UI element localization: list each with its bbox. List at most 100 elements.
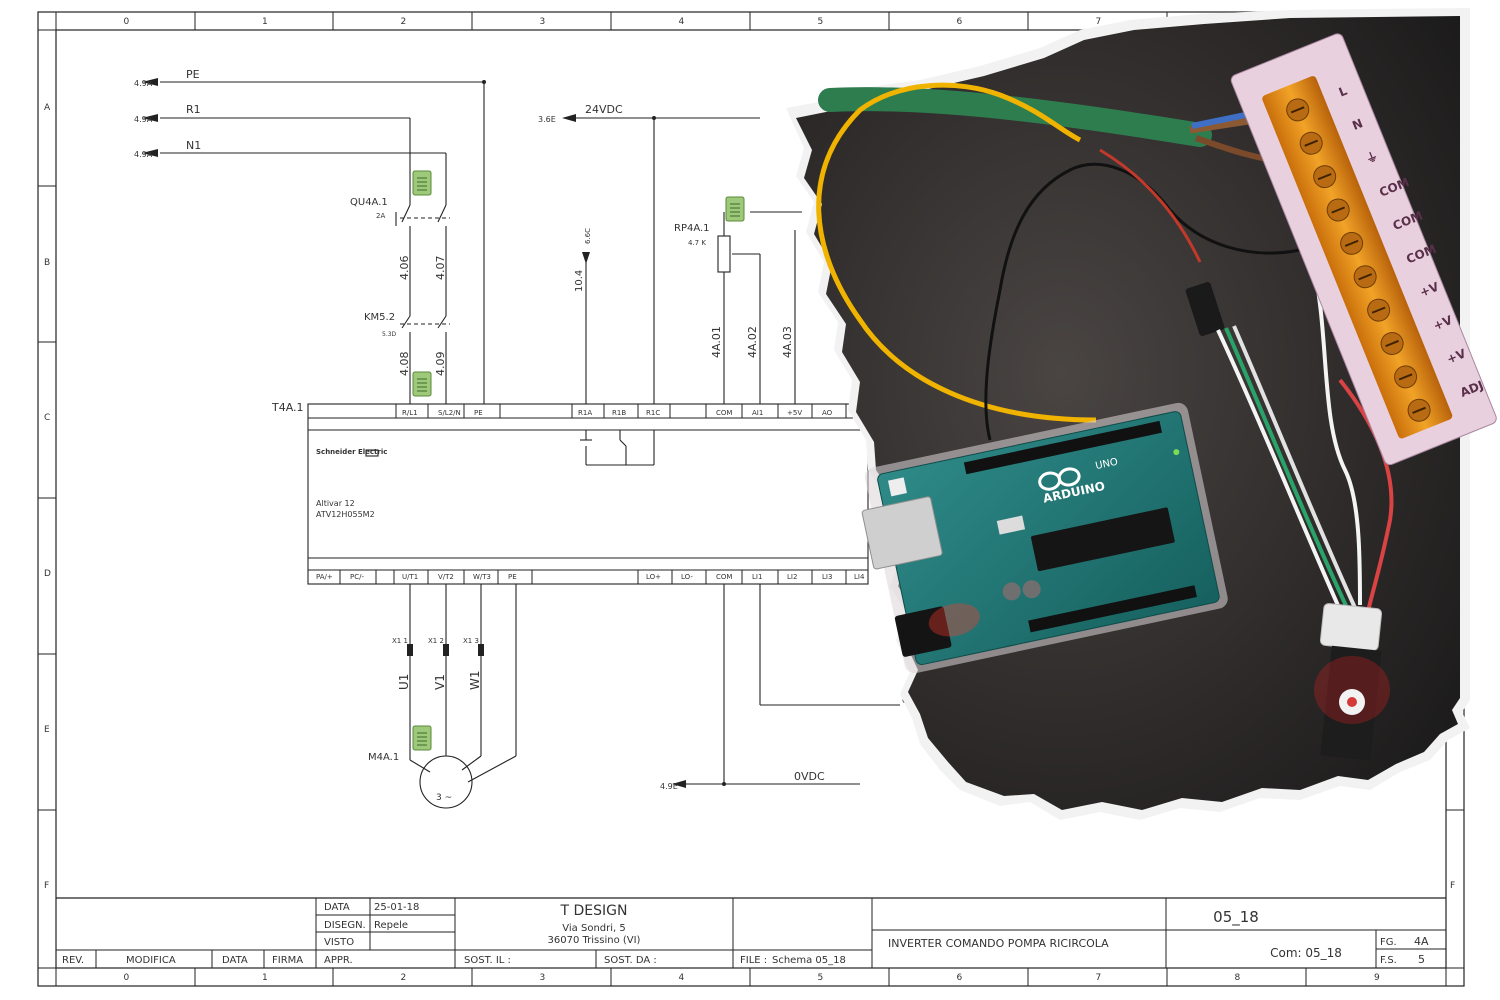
v0-label: 0VDC bbox=[794, 770, 825, 783]
led-strip bbox=[1314, 603, 1390, 761]
drive-top-terminal: COM bbox=[716, 409, 732, 417]
motor-terminal-3: X1 3 bbox=[463, 637, 479, 645]
zone-row-label: E bbox=[44, 725, 50, 735]
company-address-2: 36070 Trissino (VI) bbox=[548, 935, 641, 946]
approved-label: APPR. bbox=[324, 955, 353, 966]
zone-column-label: 3 bbox=[540, 973, 546, 983]
mod-label: MODIFICA bbox=[126, 955, 176, 966]
motor-terminal-2: X1 2 bbox=[428, 637, 444, 645]
zone-row-label: F bbox=[44, 881, 49, 891]
board-model: UNO bbox=[1094, 457, 1119, 472]
km-wire-a: 4.08 bbox=[398, 352, 411, 377]
zone-column-label: 5 bbox=[818, 973, 824, 983]
drive-bottom-terminal: W/T3 bbox=[473, 573, 491, 581]
drawn-value: Repele bbox=[374, 920, 408, 931]
qu-wire-b: 4.07 bbox=[434, 256, 447, 281]
screw-slot bbox=[1371, 306, 1386, 314]
sign-label: FIRMA bbox=[272, 955, 303, 966]
psu-terminal-label: ⏚ bbox=[1364, 149, 1380, 166]
fg-label: FG. bbox=[1380, 937, 1397, 948]
qu-wire-a: 4.06 bbox=[398, 256, 411, 281]
zone-column-label: 2 bbox=[401, 973, 407, 983]
wire-4a01: 4A.01 bbox=[710, 326, 723, 358]
screw-slot bbox=[1290, 106, 1305, 114]
n1-label: N1 bbox=[186, 139, 201, 152]
drawing-title: INVERTER COMANDO POMPA RICIRCOLA bbox=[888, 937, 1109, 950]
zone-column-label: 4 bbox=[679, 17, 685, 27]
date2-label: DATA bbox=[222, 955, 248, 966]
zone-column-label: 6 bbox=[957, 973, 963, 983]
screw-slot bbox=[1398, 373, 1413, 381]
drive-bottom-terminal: PA/+ bbox=[316, 573, 333, 581]
drive-bottom-terminal: LI2 bbox=[787, 573, 797, 581]
drive-top-terminal: +5V bbox=[787, 409, 802, 417]
fs-label: F.S. bbox=[1380, 955, 1397, 966]
sost-da: SOST. DA : bbox=[604, 955, 657, 966]
screw-slot bbox=[1344, 239, 1359, 247]
km-ref: 5.3D bbox=[382, 331, 397, 338]
motor-wire-u1: U1 bbox=[397, 674, 411, 690]
zone-column-label: 0 bbox=[124, 973, 130, 983]
green-cable bbox=[818, 87, 1212, 147]
drive-bottom-terminal: PC/- bbox=[350, 573, 364, 581]
zone-column-label: 1 bbox=[262, 17, 268, 27]
qu-rating: 2A bbox=[376, 212, 385, 220]
date-value: 25-01-18 bbox=[374, 902, 419, 913]
arduino-board: ARDUINO UNO bbox=[861, 402, 1228, 674]
drive-top-terminal: S/L2/N bbox=[438, 409, 461, 417]
doc-marker-icon bbox=[412, 170, 432, 196]
arduino-logo-icon bbox=[1038, 467, 1081, 491]
drive-top-terminal: PE bbox=[474, 409, 483, 417]
zone-column-label: 1 bbox=[262, 973, 268, 983]
psu-terminal-label: +V bbox=[1418, 279, 1442, 299]
file-value: Schema 05_18 bbox=[772, 955, 846, 966]
wire-4a02: 4A.02 bbox=[746, 326, 759, 358]
rp-tag: RP4A.1 bbox=[674, 223, 710, 234]
schematic-wiring bbox=[160, 81, 900, 809]
wire-connector bbox=[1185, 281, 1225, 337]
drive-top-terminal: R1C bbox=[646, 409, 660, 417]
drive-tag: T4A.1 bbox=[271, 401, 304, 414]
top-header bbox=[963, 420, 1162, 475]
drive-brand: Schneider Electric bbox=[316, 448, 387, 456]
date-label: DATA bbox=[324, 902, 350, 913]
drive-bottom-terminal: PE bbox=[508, 573, 517, 581]
doc-marker-icon bbox=[412, 371, 432, 397]
zone-row-label: F bbox=[1450, 881, 1455, 891]
schematic-labels: 4.9A PE 4.9A R1 4.9A N1 3.6E 24VDC 4.9E … bbox=[134, 68, 916, 803]
rev-label: REV. bbox=[62, 955, 84, 966]
motor-tag: M4A.1 bbox=[368, 752, 399, 763]
zone-column-label: 0 bbox=[124, 17, 130, 27]
fs-value: 5 bbox=[1418, 953, 1425, 966]
doc-marker-icon bbox=[725, 196, 745, 222]
psu-terminal-label: +V bbox=[1431, 313, 1455, 333]
drive-bottom-terminal: COM bbox=[716, 573, 732, 581]
motor-wire-w1: W1 bbox=[468, 671, 482, 691]
drawing-number: 05_18 bbox=[1213, 908, 1259, 927]
zone-column-label: 3 bbox=[540, 17, 546, 27]
drive-top-terminal: R1B bbox=[612, 409, 626, 417]
screw-slot bbox=[1331, 206, 1346, 214]
file-label: FILE : bbox=[740, 955, 767, 966]
drive-top-terminal: AI1 bbox=[752, 409, 763, 417]
drawn-label: DISEGN. bbox=[324, 920, 366, 931]
cross-ref-num: 10.4 bbox=[574, 270, 585, 292]
usb-port bbox=[861, 496, 943, 570]
drive-model-1: Altivar 12 bbox=[316, 499, 355, 508]
drive-bottom-terminal: LO+ bbox=[646, 573, 661, 581]
company-name: T DESIGN bbox=[560, 903, 628, 919]
zone-row-label: C bbox=[44, 413, 50, 423]
psu-terminal-label: +V bbox=[1445, 346, 1469, 366]
drive-model-2: ATV12H055M2 bbox=[316, 510, 375, 519]
rp-value: 4.7 K bbox=[688, 239, 706, 247]
zone-column-label: 8 bbox=[1235, 973, 1241, 983]
r1-label: R1 bbox=[186, 103, 201, 116]
motor-terminal-1: X1 1 bbox=[392, 637, 408, 645]
zone-column-label: 5 bbox=[818, 17, 824, 27]
terminal-separators bbox=[307, 404, 869, 584]
screw-slot bbox=[1385, 339, 1399, 348]
n1-ref: 4.9A bbox=[134, 150, 153, 159]
